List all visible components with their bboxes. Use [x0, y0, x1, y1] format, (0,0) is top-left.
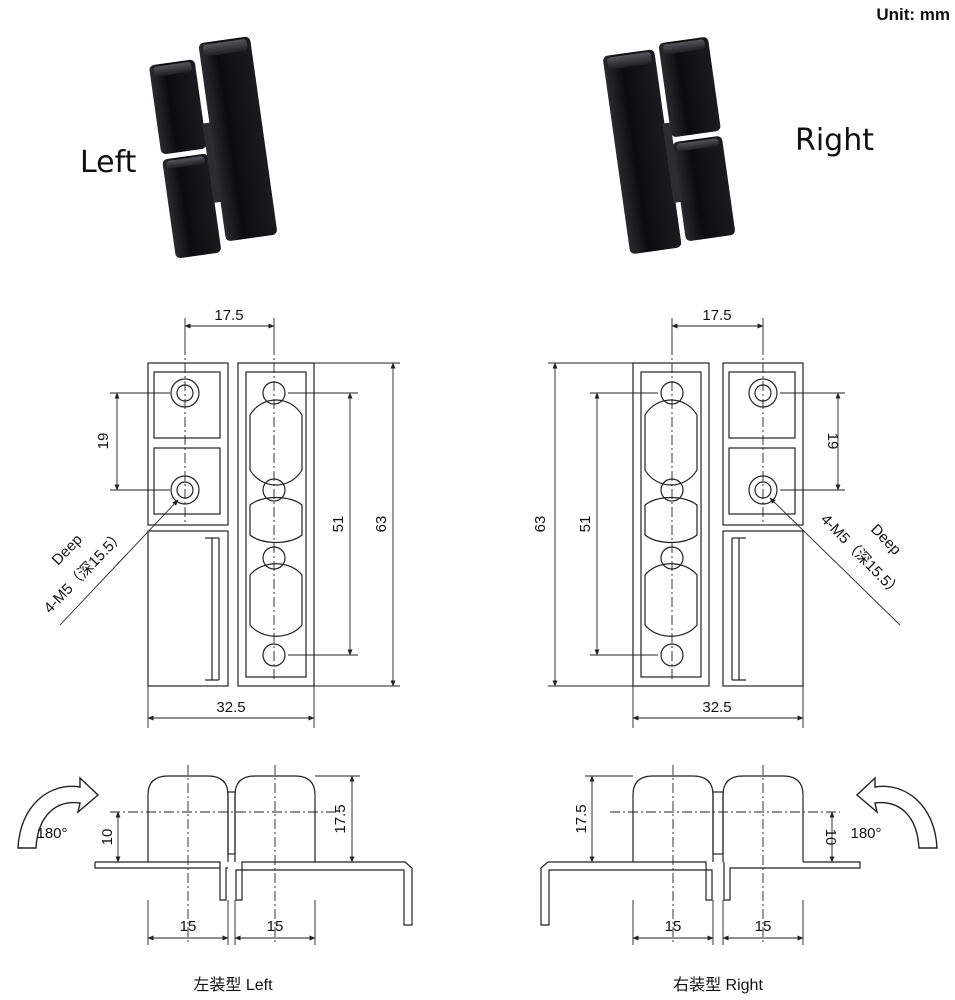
left-rotation-label: 180°: [36, 825, 67, 842]
right-caption: 右装型 Right: [673, 976, 763, 994]
unit-label: Unit: mm: [876, 5, 950, 24]
left-leaf-width-a-dim: 15: [180, 918, 197, 935]
left-height-dim: 63: [373, 516, 390, 533]
right-leaf-width-b-dim: 15: [755, 918, 772, 935]
right-height-dim: 63: [532, 516, 549, 533]
left-leaf-width-b-dim: 15: [267, 918, 284, 935]
right-width-dim: 32.5: [702, 699, 731, 716]
left-knuckle-height-dim: 17.5: [332, 804, 349, 833]
right-photo-label: Right: [795, 123, 874, 158]
right-leaf-width-a-dim: 15: [665, 918, 682, 935]
right-front-drawing: [548, 318, 901, 728]
left-width-dim: 32.5: [216, 699, 245, 716]
left-pin-offset-dim: 10: [99, 829, 116, 846]
left-front-drawing: [59, 318, 400, 728]
right-knuckle-height-dim: 17.5: [573, 804, 590, 833]
left-hole-pitch-small-dim: 19: [95, 433, 112, 450]
right-hinge-photo: [603, 37, 735, 254]
right-thread-label-line1: Deep: [867, 521, 904, 559]
right-hole-pitch-small-dim: 19: [824, 433, 841, 450]
right-rotation-label: 180°: [850, 825, 881, 842]
left-caption: 左装型 Left: [193, 976, 273, 994]
left-hinge-photo: [149, 36, 277, 259]
right-pin-offset-dim: 10: [822, 829, 839, 846]
left-pin-spacing-dim: 17.5: [214, 307, 243, 324]
left-thread-label-line2: 4-M5（深15.5）: [41, 527, 129, 617]
right-side-view: [540, 765, 938, 945]
left-photo-label: Left: [80, 145, 137, 180]
left-hole-pitch-large-dim: 51: [330, 516, 347, 533]
right-hole-pitch-large-dim: 51: [577, 516, 594, 533]
right-pin-spacing-dim: 17.5: [702, 307, 731, 324]
left-side-view: [17, 765, 413, 945]
